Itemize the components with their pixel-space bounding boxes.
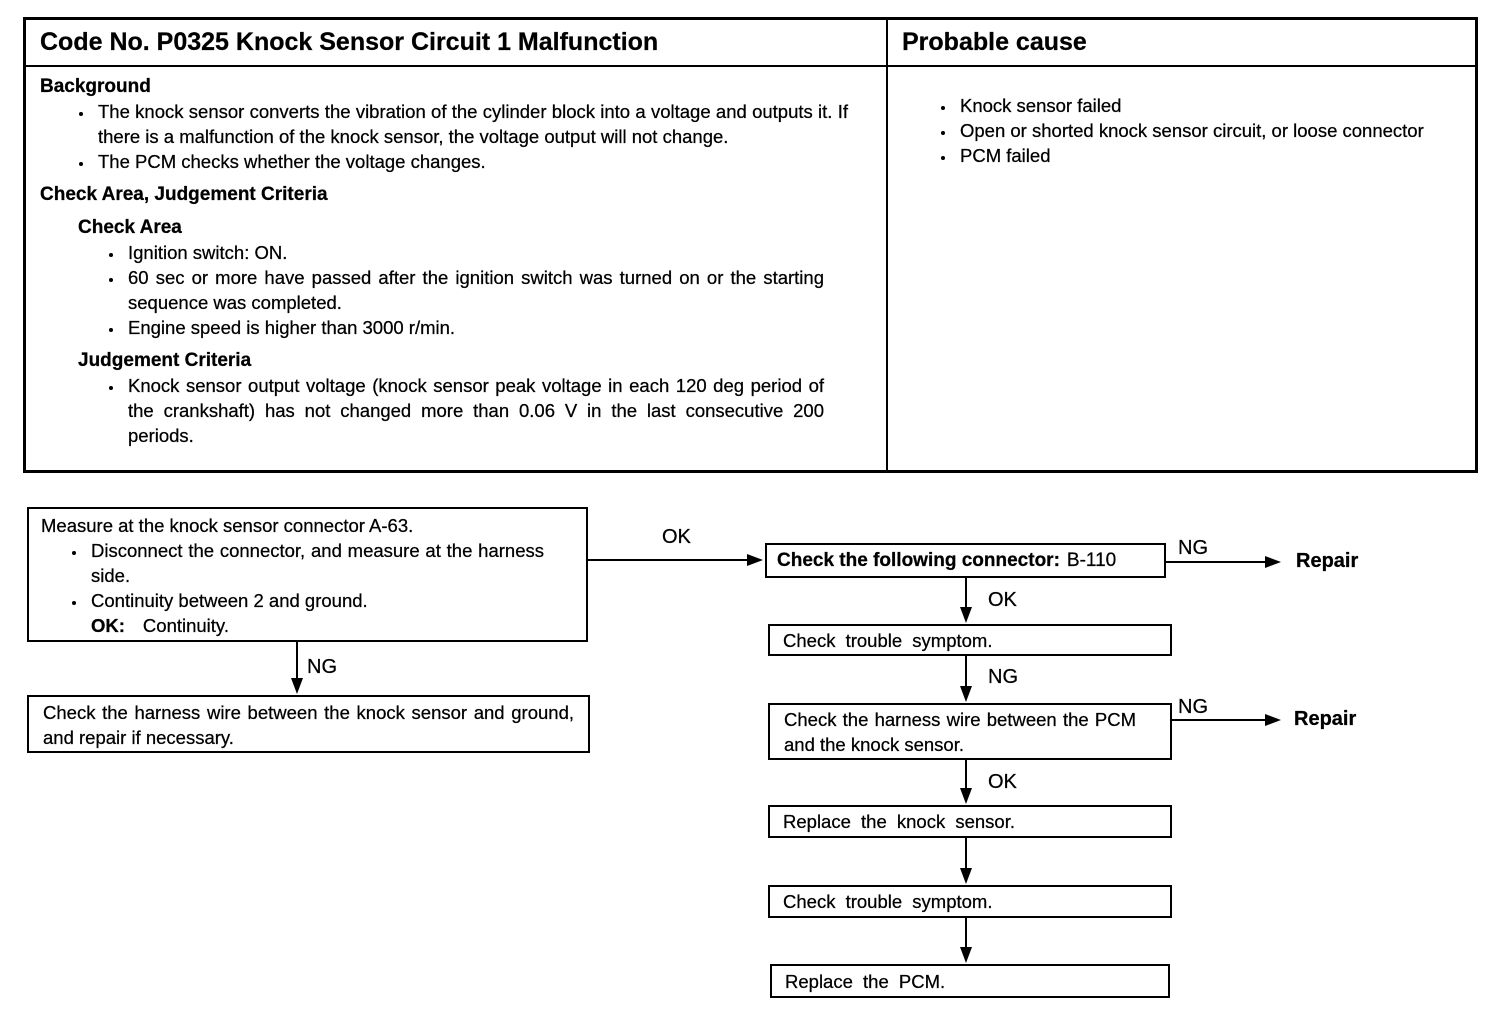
arrowhead-right-2 <box>1265 556 1281 568</box>
background-heading: Background <box>40 76 151 97</box>
flow-box-check-trouble-symptom-1: Check trouble symptom. <box>768 624 1172 656</box>
list-item: Knock sensor failed <box>956 93 1461 118</box>
flow-box-harness-pcm: Check the harness wire between the PCM a… <box>768 703 1172 760</box>
check-area-heading: Check Area <box>78 217 182 238</box>
flow-box-measure-list: Disconnect the connector, and measure at… <box>41 538 574 638</box>
list-item: 60 sec or more have passed after the ign… <box>124 265 872 315</box>
ok-label-3: OK <box>988 771 1017 793</box>
background-list: The knock sensor converts the vibration … <box>40 99 872 174</box>
arrowhead-down-2 <box>960 686 972 702</box>
flow-box-measure-title: Measure at the knock sensor connector A-… <box>41 515 414 536</box>
flow-box-harness-pcm-text: Check the harness wire between the PCM a… <box>784 709 1136 755</box>
list-item-text: Continuity between 2 and ground. <box>91 590 368 611</box>
ok-criteria-label: OK: <box>91 615 125 636</box>
check-area-section: Check Area Ignition switch: ON. 60 sec o… <box>78 215 872 448</box>
list-item: Knock sensor output voltage (knock senso… <box>124 373 872 448</box>
arrowhead-down-3 <box>960 788 972 804</box>
list-item: Open or shorted knock sensor circuit, or… <box>956 118 1461 143</box>
dtc-code-header: Code No. P0325 Knock Sensor Circuit 1 Ma… <box>26 20 888 67</box>
arrowhead-down-6 <box>291 678 303 694</box>
dtc-code-title: Code No. P0325 Knock Sensor Circuit 1 Ma… <box>40 28 659 56</box>
flow-box-replace-knock-sensor: Replace the knock sensor. <box>768 805 1172 838</box>
arrowhead-down-1 <box>960 607 972 623</box>
probable-cause-header: Probable cause <box>888 20 1475 67</box>
list-item: Engine speed is higher than 3000 r/min. <box>124 315 872 340</box>
ok-criteria-value: Continuity. <box>142 615 229 636</box>
ng-label-3: NG <box>1178 696 1208 718</box>
judgement-criteria-heading: Judgement Criteria <box>78 350 252 371</box>
flow-box-text: Replace the knock sensor. <box>783 811 1015 832</box>
ng-label-2: NG <box>988 666 1018 688</box>
repair-label-2: Repair <box>1294 708 1357 730</box>
check-area-list: Ignition switch: ON. 60 sec or more have… <box>78 240 872 340</box>
list-item: Disconnect the connector, and measure at… <box>87 538 574 588</box>
arrowhead-down-5 <box>960 947 972 963</box>
dtc-details-cell: Background The knock sensor converts the… <box>26 67 888 470</box>
flow-box-check-connector-bold: Check the following connector: <box>777 550 1060 571</box>
list-item: Ignition switch: ON. <box>124 240 872 265</box>
list-item: PCM failed <box>956 143 1461 168</box>
repair-label-1: Repair <box>1296 550 1359 572</box>
judgement-list: Knock sensor output voltage (knock senso… <box>78 373 872 448</box>
flow-box-measure: Measure at the knock sensor connector A-… <box>27 507 588 642</box>
flow-box-text: Check trouble symptom. <box>783 629 993 651</box>
list-item: The knock sensor converts the vibration … <box>94 99 872 149</box>
flow-box-harness-ground: Check the harness wire between the knock… <box>27 695 590 753</box>
probable-cause-title: Probable cause <box>902 28 1087 56</box>
ng-label-1: NG <box>1178 537 1208 559</box>
flow-box-replace-pcm: Replace the PCM. <box>770 964 1170 998</box>
flow-box-check-trouble-symptom-2: Check trouble symptom. <box>768 885 1172 918</box>
arrowhead-right-3 <box>1265 714 1281 726</box>
dtc-table: Code No. P0325 Knock Sensor Circuit 1 Ma… <box>23 17 1478 473</box>
arrowhead-down-4 <box>960 868 972 884</box>
ng-label-4: NG <box>307 656 337 678</box>
check-area-judgement-heading: Check Area, Judgement Criteria <box>40 184 328 205</box>
ok-label-2: OK <box>988 589 1017 611</box>
probable-cause-cell: Knock sensor failed Open or shorted knoc… <box>888 67 1475 470</box>
ok-label-1: OK <box>662 526 691 548</box>
list-item: The PCM checks whether the voltage chang… <box>94 149 872 174</box>
probable-cause-list: Knock sensor failed Open or shorted knoc… <box>902 93 1461 168</box>
flow-box-text: Check trouble symptom. <box>783 891 993 912</box>
arrowhead-right-1 <box>747 554 763 566</box>
list-item: Continuity between 2 and ground. OK: Cont… <box>87 588 574 638</box>
flow-box-harness-ground-text: Check the harness wire between the knock… <box>43 702 574 748</box>
ok-criteria-line: OK: Continuity. <box>91 613 544 638</box>
flow-box-check-connector: Check the following connector: B-110 <box>765 543 1166 578</box>
flow-box-text: Replace the PCM. <box>785 970 946 992</box>
flow-box-check-connector-value: B-110 <box>1066 550 1117 571</box>
